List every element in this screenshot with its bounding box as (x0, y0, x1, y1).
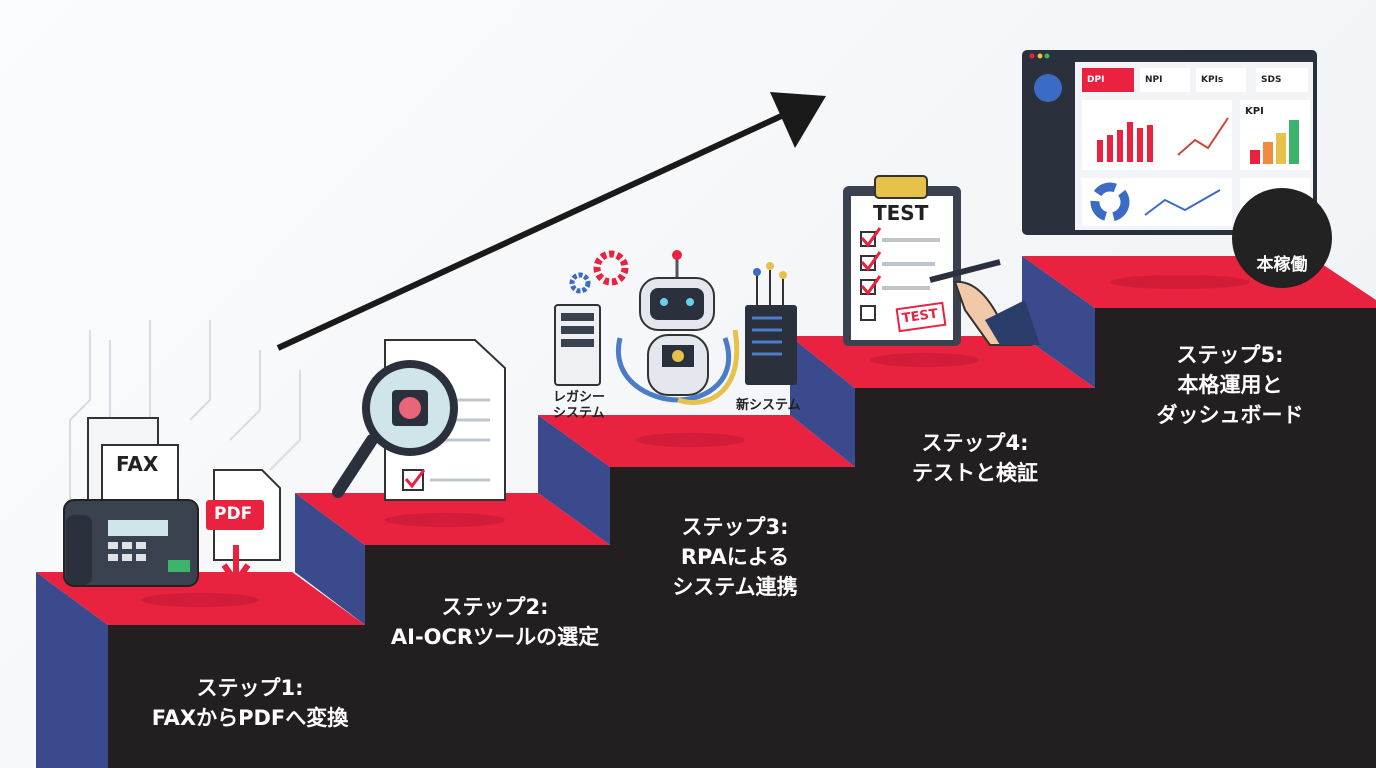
legacy-line1: レガシー (553, 390, 606, 405)
new-system-label: 新システム (736, 398, 801, 413)
step-5-title: ステップ5: (1176, 343, 1284, 367)
step-5-subtitle2: ダッシュボード (1156, 403, 1304, 427)
step-1-label: ステップ1: FAXからPDFへ変換 (140, 673, 360, 733)
step-4-subtitle: テストと検証 (912, 461, 1038, 485)
test-clipboard-icon (843, 175, 1040, 346)
growth-arrow (276, 92, 826, 351)
step-3-subtitle2: システム連携 (672, 575, 798, 599)
step-2-title: ステップ2: (441, 595, 549, 619)
step-4-title: ステップ4: (921, 431, 1029, 455)
dashboard-window-icon (1022, 50, 1317, 235)
step-3-label: ステップ3: RPAによる システム連携 (630, 512, 840, 602)
circuit-background (69, 320, 301, 560)
step-1-subtitle: FAXからPDFへ変換 (151, 706, 349, 730)
card-npi: NPI (1145, 75, 1163, 85)
test-title: TEST (873, 201, 929, 225)
go-live-badge: 本稼働 (1232, 188, 1332, 288)
step-front (108, 308, 1376, 768)
step-3-title: ステップ3: (681, 515, 789, 539)
gear-icon (569, 250, 629, 294)
pdf-document-icon (206, 469, 281, 588)
card-dpi: DPI (1087, 75, 1105, 85)
card-kpis: KPIs (1201, 75, 1224, 85)
ai-ocr-magnifier-icon (332, 339, 506, 501)
go-live-label: 本稼働 (1256, 255, 1308, 275)
legacy-server-icon (554, 304, 601, 386)
step-1-title: ステップ1: (196, 676, 304, 700)
step-5-subtitle: 本格運用と (1177, 373, 1283, 397)
new-system-server-icon (745, 262, 797, 385)
legacy-system-label: レガシーシステム (553, 390, 605, 422)
step-2-subtitle: AI-OCRツールの選定 (390, 625, 600, 649)
robot-icon (615, 250, 740, 405)
step-sides (36, 256, 1095, 768)
step-2-label: ステップ2: AI-OCRツールの選定 (375, 592, 615, 652)
pdf-label: PDF (214, 504, 253, 524)
step-3-subtitle: RPAによる (680, 545, 790, 569)
card-sds: SDS (1261, 75, 1282, 85)
fax-machine-icon (63, 417, 199, 587)
kpi-title: KPI (1245, 106, 1264, 117)
fax-label: FAX (116, 452, 159, 476)
step-4-label: ステップ4: テストと検証 (875, 428, 1075, 488)
legacy-line2: システム (553, 406, 605, 421)
step-5-label: ステップ5: 本格運用と ダッシュボード (1130, 340, 1330, 430)
